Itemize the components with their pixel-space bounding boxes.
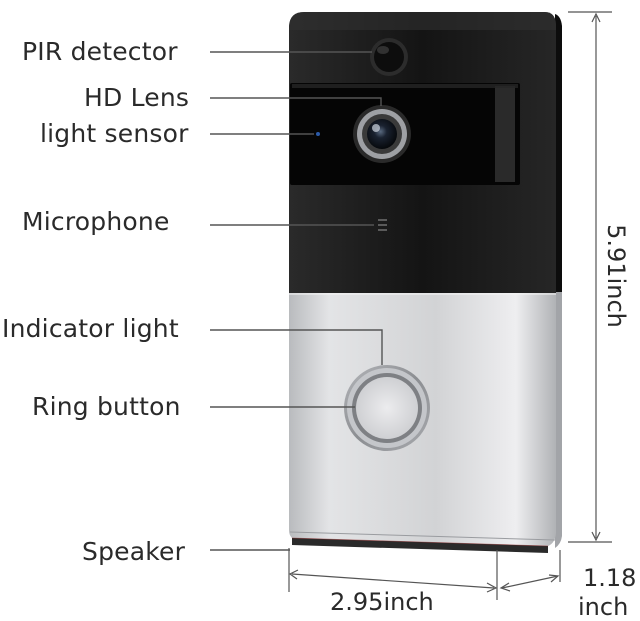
speaker-slot [292,538,548,553]
indicator-light-label: Indicator light [2,314,179,343]
pir-detector [370,38,408,76]
depth-dimension [499,550,561,592]
depth-value-label: 1.18 [583,564,637,592]
lens-callout-line [210,97,382,106]
height-dimension [568,11,612,543]
hd-lens [353,105,411,163]
doorbell-side [555,14,562,548]
ring-button-label: Ring button [32,392,181,421]
indicator-callout-line [210,329,383,365]
callout-lines [210,51,383,551]
microphone-hole [378,219,387,231]
pir-detector-label: PIR detector [22,37,178,66]
microphone-label: Microphone [22,207,170,236]
speaker-label: Speaker [82,537,186,566]
height-dimension-label: 5.91inch [602,224,630,328]
width-dimension-label: 2.95inch [330,588,434,616]
depth-unit-label: inch [578,593,629,621]
ring-button [344,365,430,451]
hd-lens-label: HD Lens [84,83,190,112]
light-sensor [316,132,320,136]
width-dimension [288,548,498,600]
light-sensor-label: light sensor [40,119,189,148]
